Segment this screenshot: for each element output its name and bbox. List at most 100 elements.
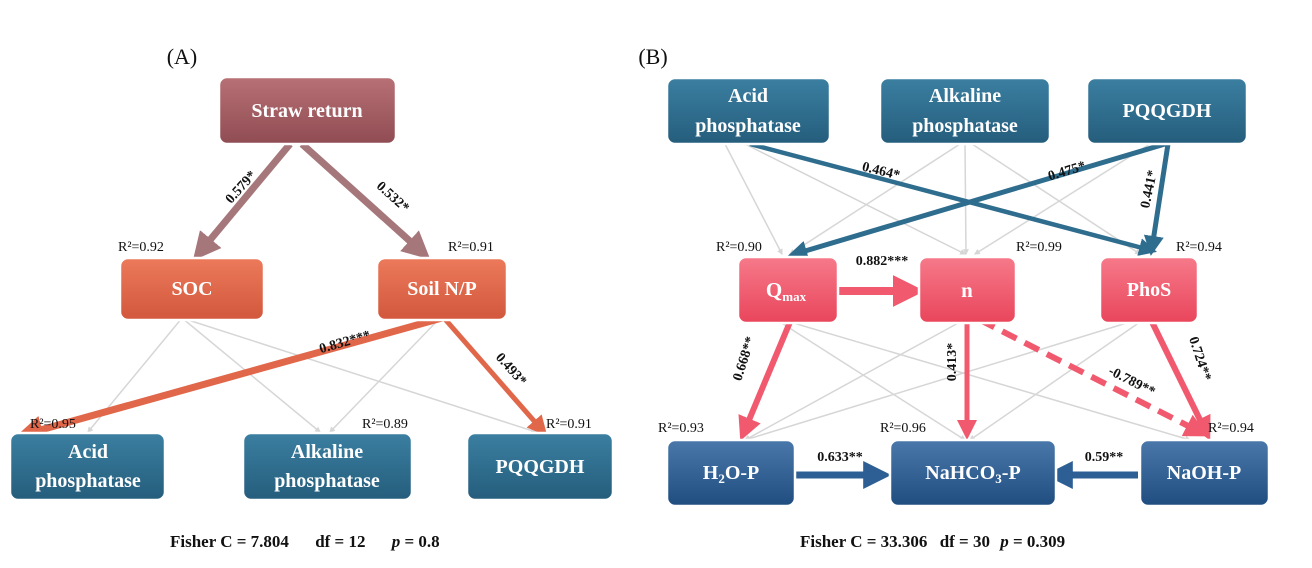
coef-n-nahco3: 0.413* (945, 343, 960, 382)
node-acid-phosphatase-b: Acid phosphatase (665, 76, 832, 146)
fit-a-p-symbol: p (390, 532, 401, 551)
node-n-label: n (961, 278, 973, 302)
node-soc-label: SOC (171, 278, 212, 300)
path-pqq-n (973, 143, 1151, 255)
node-alkaline-phosphatase-b: Alkaline phosphatase (878, 76, 1052, 146)
node-soil-np: Soil N/P (375, 256, 509, 322)
fit-b-df: df = 30 (940, 532, 990, 551)
r2-alk-a: R²=0.89 (362, 417, 408, 432)
node-acid-a-line2: phosphatase (35, 470, 141, 492)
r2-pqq-a: R²=0.91 (546, 417, 592, 432)
node-nahco3-label: NaHCO3-P (925, 462, 1020, 486)
node-straw-return: Straw return (217, 75, 398, 146)
r2-nahco3: R²=0.96 (880, 421, 926, 436)
panel-a-label: (A) (167, 44, 198, 69)
coef-n-naoh: -0.789** (1106, 364, 1158, 400)
fit-a-fisher: Fisher C = 7.804 (170, 532, 289, 551)
node-soil-np-label: Soil N/P (407, 278, 476, 300)
coef-soilnp-pqq: 0.493* (492, 350, 529, 389)
path-soc-pqq (181, 317, 538, 434)
node-nahco3-b: -P (1002, 462, 1021, 484)
node-alkaline-phosphatase-a: Alkaline phosphatase (241, 431, 414, 502)
node-alk-a-line2: phosphatase (274, 470, 380, 492)
panel-b-nonsignificant-paths (724, 143, 1192, 442)
node-acid-b-line2: phosphatase (695, 115, 801, 137)
r2-h2o: R²=0.93 (658, 421, 704, 436)
node-nahco3-sub: 3 (995, 471, 1002, 486)
node-acid-phosphatase-a: Acid phosphatase (8, 431, 167, 502)
fit-b-fisher: Fisher C = 33.306 (800, 532, 927, 551)
node-acid-a-line1: Acid (68, 441, 108, 463)
node-pqqgdh-a: PQQGDH (465, 431, 615, 502)
path-soc-alk (181, 317, 321, 433)
r2-soc: R²=0.92 (118, 240, 164, 255)
node-phos-label: PhoS (1127, 279, 1171, 301)
path-soilnp-alk (329, 317, 441, 433)
fit-b-p-symbol: p (998, 532, 1009, 551)
coef-h2o-nahco3: 0.633** (817, 450, 863, 465)
node-qmax: Qmax (736, 255, 840, 325)
node-pqqgdh-a-label: PQQGDH (496, 456, 585, 478)
path-phos-h2o (743, 321, 1131, 442)
fit-a-df: df = 12 (315, 532, 365, 551)
path-alk-phos (971, 143, 1142, 255)
coef-pqq-qmax: 0.475* (1046, 159, 1087, 185)
node-nahco3-a: NaHCO (925, 462, 995, 484)
panel-a-nonsignificant-paths (87, 317, 538, 434)
fit-b-p-value: = 0.309 (1013, 532, 1065, 551)
coef-qmax-h2o: 0.668** (731, 335, 759, 383)
node-pqqgdh-b-label: PQQGDH (1123, 100, 1212, 122)
node-soc: SOC (118, 256, 266, 322)
coef-naoh-nahco3: 0.59** (1085, 450, 1124, 465)
path-n-h2o (743, 321, 961, 441)
path-acid-qmax (724, 143, 783, 256)
node-naoh-p: NaOH-P (1138, 438, 1271, 508)
coef-phos-naoh: 0.724** (1185, 335, 1213, 383)
node-acid-b-line1: Acid (728, 85, 768, 107)
node-alk-a-line1: Alkaline (291, 441, 363, 463)
fit-b: Fisher C = 33.306 df = 30 p = 0.309 (800, 532, 1065, 551)
node-naoh-label: NaOH-P (1167, 462, 1241, 484)
node-qmax-sub: max (782, 289, 806, 304)
path-phos-nahco3 (969, 321, 1141, 441)
node-h2o-a: H (703, 462, 719, 484)
r2-naoh: R²=0.94 (1208, 421, 1254, 436)
path-phos-naoh (1149, 320, 1211, 441)
path-qmax-naoh (789, 321, 1192, 442)
path-soilnp-acid (15, 314, 443, 443)
path-n-naoh (978, 317, 1209, 437)
node-h2o-label: H2O-P (703, 462, 760, 486)
path-pqq-qmax (787, 141, 1166, 261)
r2-qmax: R²=0.90 (716, 240, 762, 255)
fit-a-p-value: = 0.8 (405, 532, 440, 551)
path-soilnp-pqq (442, 316, 548, 437)
node-h2o-b: O-P (725, 462, 759, 484)
node-pqqgdh-b: PQQGDH (1085, 76, 1249, 146)
path-qmax-h2o (738, 320, 793, 441)
path-acid-phos (749, 141, 1157, 256)
coef-soilnp-acid: 0.832*** (318, 328, 373, 357)
node-nahco3-p: NaHCO3-P (888, 438, 1058, 508)
path-straw-soc (192, 141, 293, 261)
panel-b-label: (B) (638, 44, 667, 69)
node-straw-return-label: Straw return (251, 100, 362, 122)
path-acid-n (744, 143, 967, 255)
r2-n: R²=0.99 (1016, 240, 1062, 255)
r2-acid-a: R²=0.95 (30, 417, 76, 432)
node-alk-b-line2: phosphatase (912, 115, 1018, 137)
path-straw-soilnp (299, 141, 431, 260)
r2-phos: R²=0.94 (1176, 240, 1222, 255)
coef-qmax-n: 0.882*** (856, 254, 909, 269)
path-alk-qmax (788, 143, 961, 255)
node-n: n (917, 255, 1018, 325)
path-qmax-nahco3 (779, 321, 967, 441)
fit-a: Fisher C = 7.804 df = 12 p = 0.8 (170, 532, 440, 551)
r2-soil-np: R²=0.91 (448, 240, 494, 255)
node-h2o-p: H2O-P (665, 438, 797, 508)
node-h2o-sub: 2 (718, 471, 725, 486)
node-qmax-label: Qmax (766, 278, 807, 304)
node-alk-b-line1: Alkaline (929, 85, 1001, 107)
node-qmax-main: Q (766, 278, 782, 302)
node-phos: PhoS (1098, 255, 1200, 325)
